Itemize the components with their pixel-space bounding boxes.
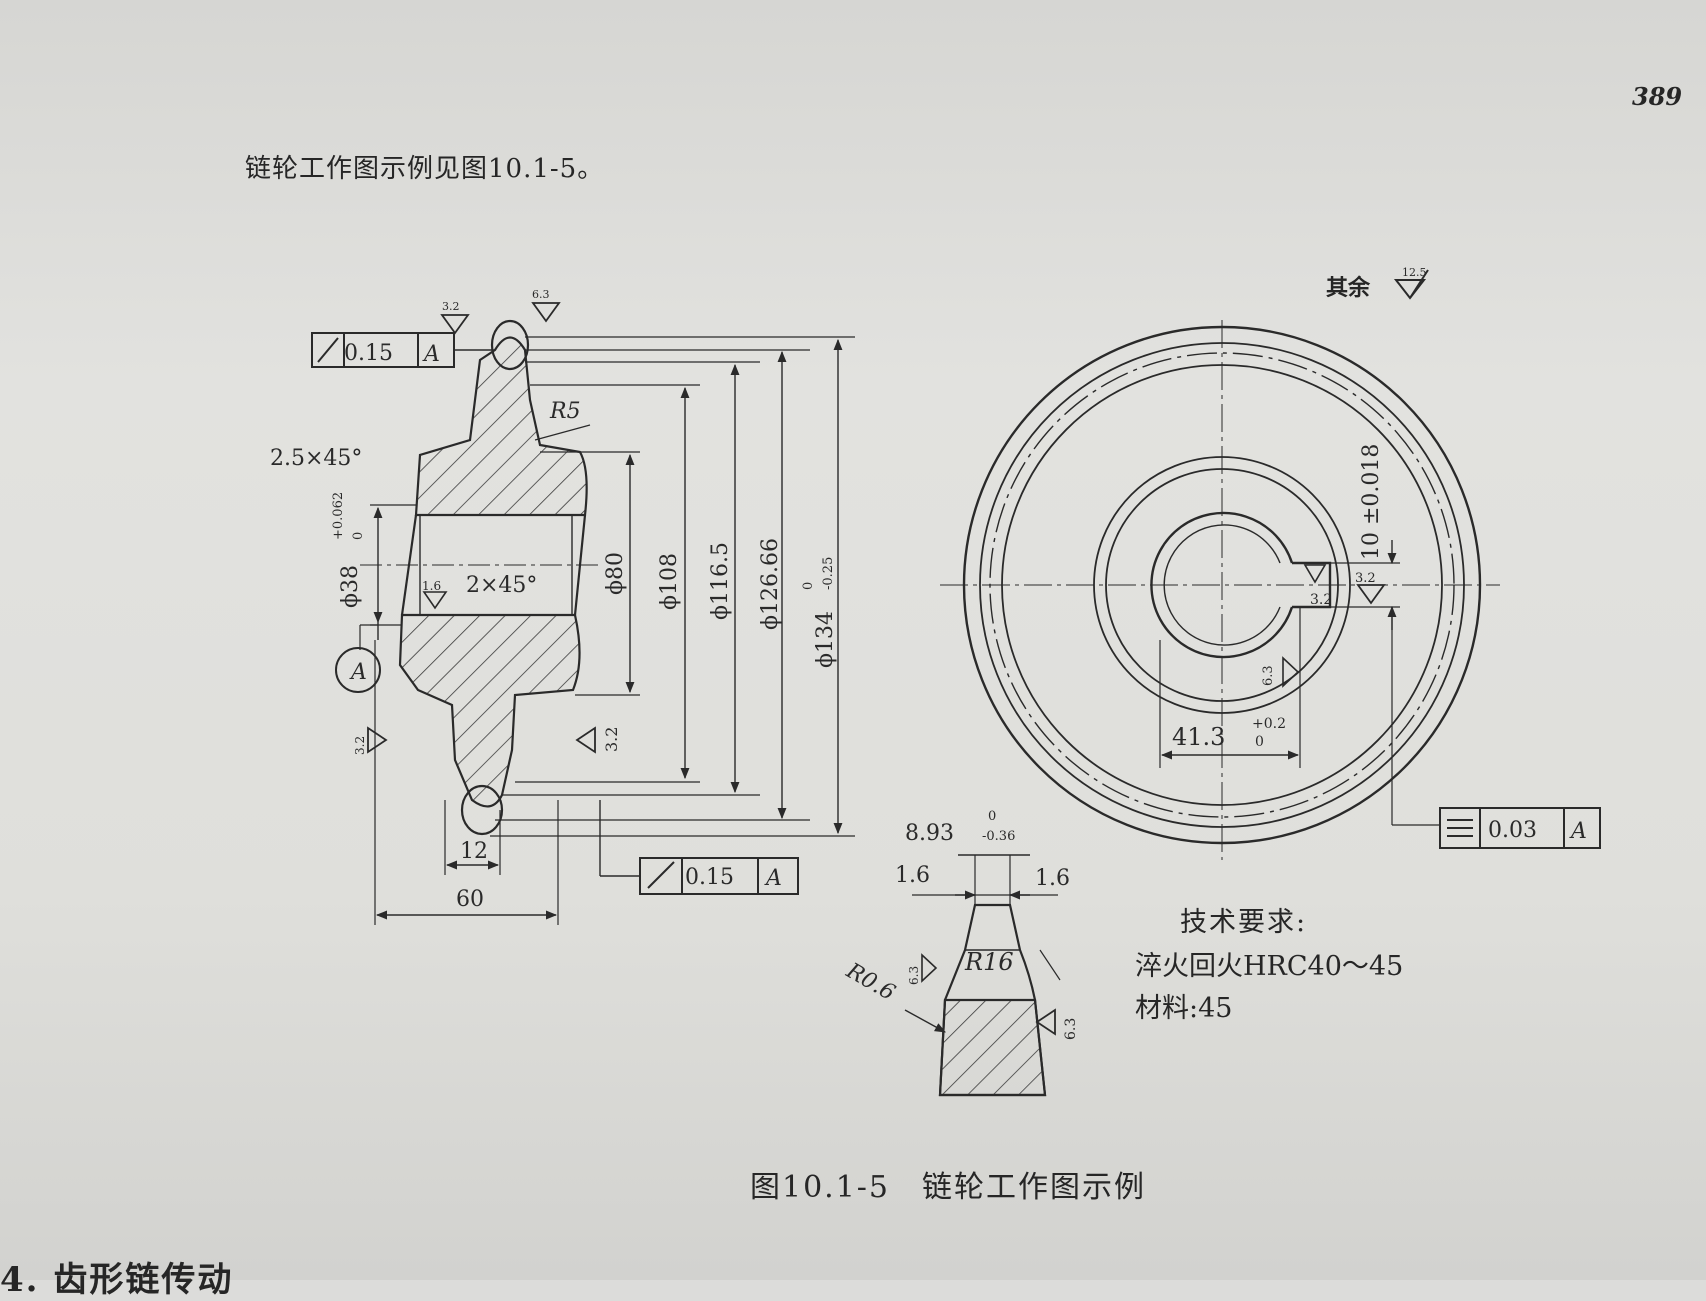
datum-a: A [349, 660, 367, 685]
intro-text: 链轮工作图示例见图10.1-5。 [245, 154, 605, 184]
width-60: 60 [456, 887, 484, 912]
roughness-key-2: 3.2 [1355, 571, 1376, 586]
right-chamfer: 1.6 [1035, 866, 1070, 891]
radius-label: R5 [549, 399, 581, 424]
tech-req-title: 技术要求: [1180, 907, 1308, 938]
keyway-depth: 41.3 [1172, 723, 1225, 751]
front-view-labels: 10 ±0.018 41.3 +0.2 0 3.2 3.2 6.3 0.03 A [1172, 444, 1587, 844]
figure-caption: 图10.1-5 链轮工作图示例 [750, 1170, 1147, 1205]
keyway-depth-tol-upper: +0.2 [1252, 716, 1286, 732]
section-view-labels: 0.15 A 0.15 A 3.2 6.3 1.6 3.2 3.2 R5 2.5… [270, 288, 838, 912]
bore-tol-lower: 0 [351, 532, 366, 540]
roughness-top-1: 3.2 [442, 300, 460, 313]
bore-tol-upper: +0.062 [331, 492, 346, 540]
left-chamfer: 1.6 [895, 863, 930, 888]
dia-108: ϕ108 [657, 553, 682, 610]
tooth-roughness-right: 6.3 [1063, 1018, 1079, 1040]
dia-116: ϕ116.5 [708, 542, 733, 620]
roughness-right: 3.2 [602, 727, 621, 752]
keyway-depth-tol-lower: 0 [1255, 734, 1264, 750]
roughness-key-1: 3.2 [1310, 592, 1332, 608]
section-heading: 4. 齿形链传动 [0, 1260, 234, 1300]
chamfer-outer: 2.5×45° [270, 446, 362, 471]
keyway-width: 10 ±0.018 [1359, 444, 1384, 560]
tech-req-line-1: 淬火回火HRC40～45 [1135, 951, 1404, 982]
tol-top-datum: A [422, 342, 440, 367]
rest-roughness-symbol: 12.5 [1393, 266, 1429, 300]
tooth-width: 8.93 [905, 821, 954, 846]
tol-bottom-value: 0.15 [685, 865, 734, 890]
rest-roughness-value: 12.5 [1402, 266, 1427, 279]
radius-16: R16 [964, 948, 1014, 976]
dia-134-tol-lower: -0.25 [821, 557, 836, 590]
radius-0-6: R0.6 [841, 958, 899, 1006]
tol-top-value: 0.15 [344, 341, 393, 366]
page-number: 389 [1632, 82, 1683, 111]
dia-134: ϕ134 [813, 611, 838, 668]
tooth-roughness-left: 6.3 [907, 966, 921, 985]
sym-tol-value: 0.03 [1488, 818, 1537, 843]
sym-tol-datum: A [1569, 819, 1587, 844]
roughness-top-2: 6.3 [532, 288, 550, 301]
roughness-key-3: 6.3 [1261, 665, 1276, 686]
section-view [311, 302, 855, 925]
tooth-profile [904, 854, 1061, 1097]
width-12: 12 [460, 839, 488, 864]
tooth-width-tol-upper: 0 [988, 809, 996, 824]
roughness-bore: 1.6 [422, 579, 441, 593]
dia-126: ϕ126.66 [758, 538, 783, 630]
tol-bottom-datum: A [764, 866, 782, 891]
bore-dia: ϕ38 [338, 565, 363, 608]
dia-80: ϕ80 [603, 552, 628, 595]
tooth-width-tol-lower: -0.36 [982, 829, 1015, 844]
chamfer-inner: 2×45° [466, 573, 537, 598]
dia-134-tol-upper: 0 [801, 582, 816, 590]
roughness-left: 3.2 [353, 736, 367, 755]
front-view [940, 320, 1601, 860]
tech-req-line-2: 材料:45 [1135, 993, 1233, 1024]
rest-roughness-label: 其余 [1326, 275, 1371, 301]
